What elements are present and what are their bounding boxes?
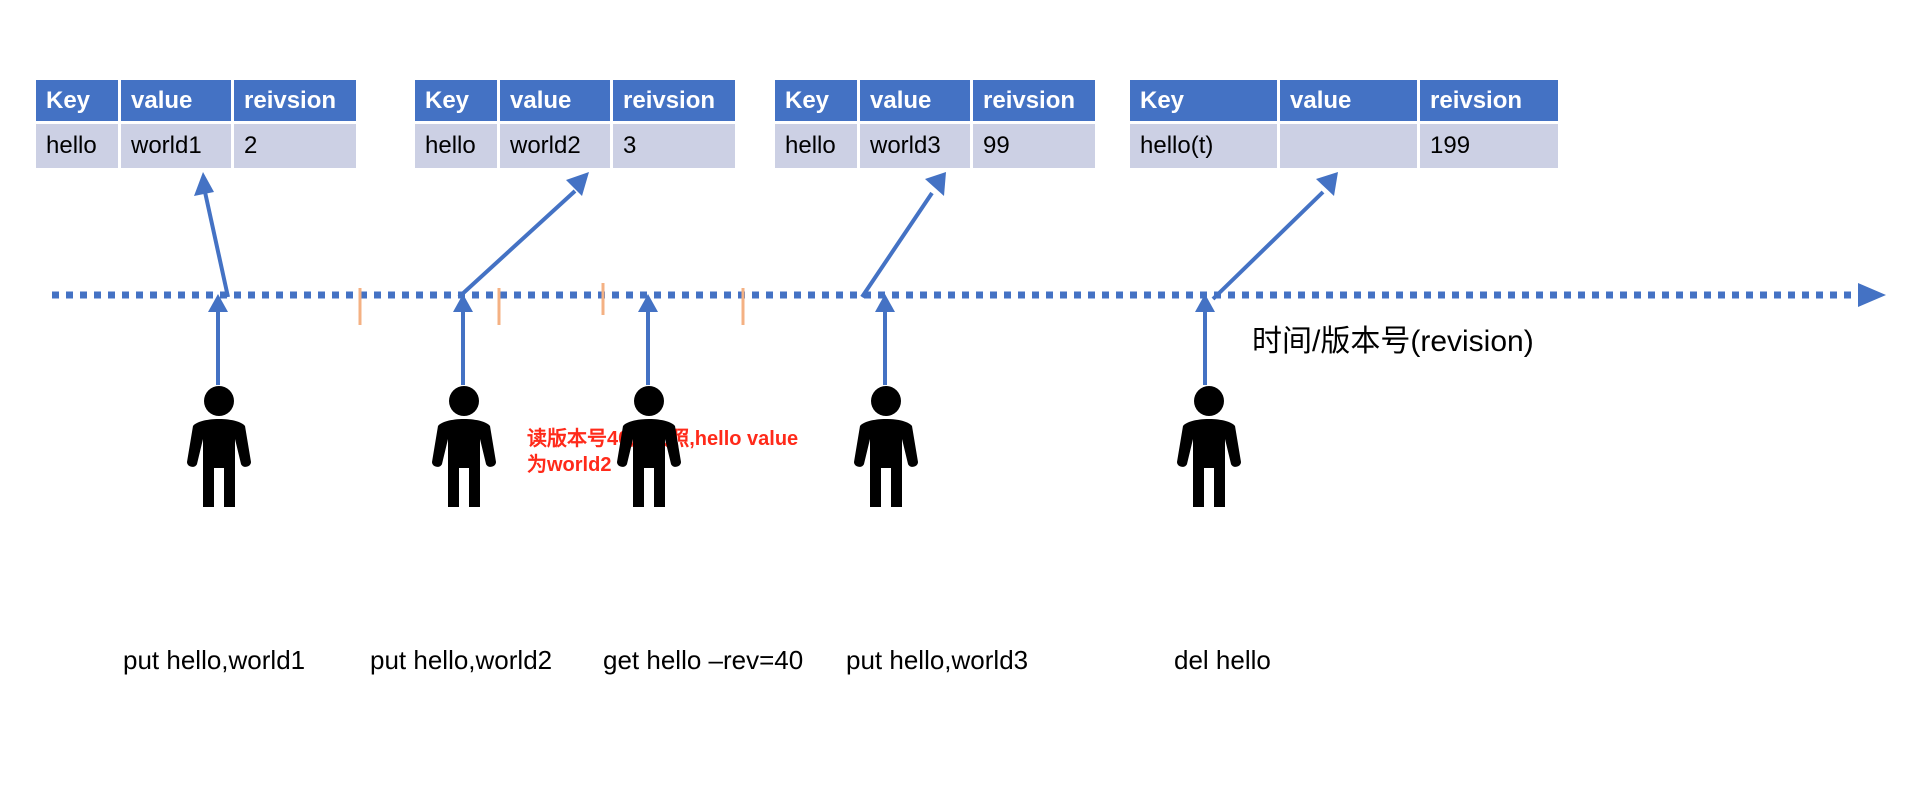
cell-value: world2 (500, 124, 613, 168)
table-row: hello world2 3 (415, 124, 735, 168)
column-header-revision: reivsion (613, 80, 735, 124)
person-icon (1172, 385, 1246, 510)
event-arrow-2 (453, 294, 473, 385)
operation-label-put-world1: put hello,world1 (123, 645, 306, 675)
cell-revision: 99 (973, 124, 1095, 168)
cell-key: hello (36, 124, 121, 168)
kv-table-1: Key value reivsion hello world1 2 (36, 80, 356, 168)
cell-key: hello (415, 124, 500, 168)
kv-table-2: Key value reivsion hello world2 3 (415, 80, 735, 168)
column-header-key: Key (1130, 80, 1280, 124)
column-header-revision: reivsion (1420, 80, 1558, 124)
table-header-row: Key value reivsion (775, 80, 1095, 124)
timeline-axis-label: 时间/版本号(revision) (1252, 325, 1534, 358)
cell-value: world3 (860, 124, 973, 168)
event-arrow-4 (875, 294, 895, 385)
table-link-arrow-4 (1211, 172, 1338, 301)
table-link-arrow-1 (194, 172, 230, 298)
column-header-value: value (860, 80, 973, 124)
timeline-axis (52, 283, 1886, 307)
table-link-arrows (194, 172, 1338, 301)
cell-revision: 199 (1420, 124, 1558, 168)
operation-label-del-hello: del hello (1174, 645, 1271, 675)
snapshot-read-note-line2: 为world2 (527, 454, 612, 476)
kv-table-4: Key value reivsion hello(t) 199 (1130, 80, 1558, 168)
cell-revision: 2 (234, 124, 356, 168)
event-arrow-3 (638, 294, 658, 385)
column-header-key: Key (36, 80, 121, 124)
event-arrow-1 (208, 294, 228, 385)
column-header-value: value (500, 80, 613, 124)
person-icon (849, 385, 923, 510)
column-header-value: value (121, 80, 234, 124)
column-header-key: Key (415, 80, 500, 124)
column-header-key: Key (775, 80, 860, 124)
cell-key: hello(t) (1130, 124, 1280, 168)
column-header-revision: reivsion (234, 80, 356, 124)
operation-label-put-world3: put hello,world3 (846, 645, 1029, 675)
event-arrows (208, 294, 1215, 385)
cell-revision: 3 (613, 124, 735, 168)
table-row: hello world3 99 (775, 124, 1095, 168)
table-row: hello world1 2 (36, 124, 356, 168)
table-link-arrow-3 (860, 172, 946, 299)
cell-key: hello (775, 124, 860, 168)
operation-label-get-rev40: get hello –rev=40 (603, 645, 804, 675)
cell-value: world1 (121, 124, 234, 168)
table-row: hello(t) 199 (1130, 124, 1558, 168)
table-header-row: Key value reivsion (415, 80, 735, 124)
operation-label-put-world2: put hello,world2 (370, 645, 553, 675)
revision-tick-marks (358, 283, 745, 325)
person-icon (427, 385, 501, 510)
table-header-row: Key value reivsion (36, 80, 356, 124)
cell-value (1280, 124, 1420, 168)
event-arrow-5 (1195, 294, 1215, 385)
column-header-revision: reivsion (973, 80, 1095, 124)
table-link-arrow-2 (457, 172, 589, 299)
person-icon (612, 385, 686, 510)
column-header-value: value (1280, 80, 1420, 124)
table-header-row: Key value reivsion (1130, 80, 1558, 124)
kv-table-3: Key value reivsion hello world3 99 (775, 80, 1095, 168)
person-icon (182, 385, 256, 510)
